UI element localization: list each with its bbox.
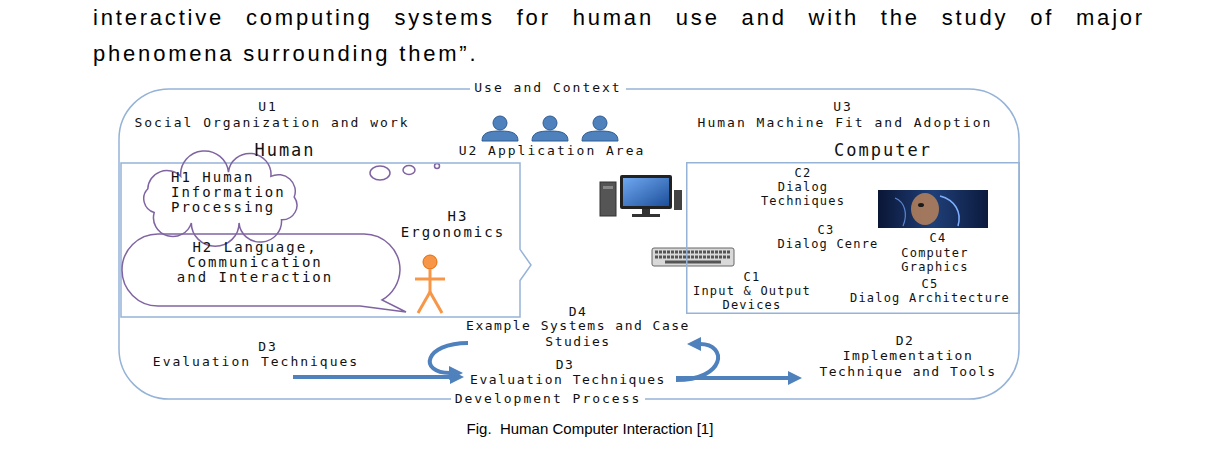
keyboard-icon	[655, 256, 731, 259]
people-icon	[482, 131, 518, 141]
keyboard-icon	[652, 248, 734, 266]
area-label: Ergonomics	[401, 225, 505, 240]
callout-number: C1	[744, 270, 761, 284]
callout-number: C4	[930, 231, 947, 245]
process-arrow	[676, 344, 718, 380]
callout-number: C2	[795, 166, 812, 180]
callout-number: D3	[258, 339, 278, 355]
context-band-outline	[119, 89, 1019, 399]
people-icon	[532, 131, 568, 141]
area-label: Dialog Cenre	[777, 237, 878, 251]
graphics-picture	[918, 203, 924, 207]
callout-number: U1	[258, 99, 278, 115]
keyboard-icon	[655, 251, 731, 254]
area-label: Evaluation Techniques	[153, 354, 359, 370]
area-label: Implementation Technique and Tools	[808, 348, 1008, 380]
area-label: Input & Output Devices	[682, 284, 822, 312]
body-text: interactive computing systems for human …	[93, 0, 1145, 72]
callout-number: U3	[833, 99, 853, 115]
figure-caption: Fig. Human Computer Interaction [1]	[467, 420, 714, 438]
process-arrow	[430, 343, 468, 373]
area-label: Human Machine Fit and Adoption	[698, 115, 993, 131]
desktop-computer-icon	[600, 182, 616, 216]
band-heading: Development Process	[451, 391, 646, 407]
callout-number: D2	[896, 333, 915, 349]
stick-figure	[418, 292, 430, 313]
stick-figure	[415, 255, 445, 313]
keyboard-icon	[665, 261, 721, 264]
thought-dots	[435, 164, 440, 169]
thought-cloud-outline	[144, 151, 297, 246]
stick-figure	[429, 269, 432, 293]
desktop-computer-icon	[674, 190, 682, 210]
desktop-computer-icon	[603, 186, 613, 189]
callout-number: C3	[818, 223, 835, 237]
area-label: Social Organization and work	[134, 115, 409, 131]
thought-dots	[370, 164, 440, 181]
area-label: Computer Graphics	[885, 246, 985, 274]
band-heading: Use and Context	[470, 80, 625, 96]
area-label: Dialog Techniques	[753, 180, 853, 208]
desktop-computer-icon	[632, 214, 660, 217]
process-arrow	[293, 375, 451, 379]
area-label: Evaluation Techniques	[470, 372, 666, 388]
thought-cloud: H1 Human Information Processing	[133, 166, 308, 226]
thought-dots	[370, 166, 390, 180]
people-icon	[493, 116, 507, 130]
process-arrow	[676, 376, 789, 380]
area-label: Dialog Architecture	[850, 291, 1010, 305]
people-icon	[593, 116, 607, 130]
callout-number: D3	[556, 357, 575, 373]
speech-bubble-outline	[122, 234, 406, 312]
graphics-picture	[878, 190, 988, 228]
bubble-text: H2 Language, Communication and Interacti…	[168, 240, 343, 285]
graphics-picture	[911, 193, 939, 225]
graphics-picture	[940, 196, 959, 226]
callout-number: C5	[922, 277, 939, 291]
people-icon	[543, 116, 557, 130]
desktop-computer-icon	[623, 178, 669, 206]
people-icon	[582, 131, 618, 141]
desktop-computer-icon	[600, 175, 682, 217]
people-icon	[482, 116, 618, 141]
area-label: U2 Application Area	[459, 143, 646, 159]
stick-figure	[423, 255, 437, 269]
human-panel: HumanH1 Human Information ProcessingH2 L…	[120, 162, 532, 318]
keyboard-icon	[652, 248, 734, 266]
stick-figure	[430, 292, 442, 313]
cloud-text: H1 Human Information Processing	[171, 170, 296, 215]
thought-dots	[403, 166, 415, 175]
callout-number: D4	[569, 304, 588, 320]
desktop-computer-icon	[642, 209, 650, 214]
area-label: Example Systems and Case Studies	[458, 318, 698, 350]
speech-bubble: H2 Language, Communication and Interacti…	[120, 232, 410, 314]
graphics-picture	[878, 190, 988, 228]
panel-heading: Human	[254, 140, 315, 160]
desktop-computer-icon	[620, 175, 672, 209]
panel-heading: Computer	[834, 140, 932, 160]
callout-number: H3	[448, 209, 469, 224]
graphics-picture	[895, 198, 905, 226]
human-panel-outline	[121, 163, 531, 317]
stick-figure	[415, 278, 445, 281]
